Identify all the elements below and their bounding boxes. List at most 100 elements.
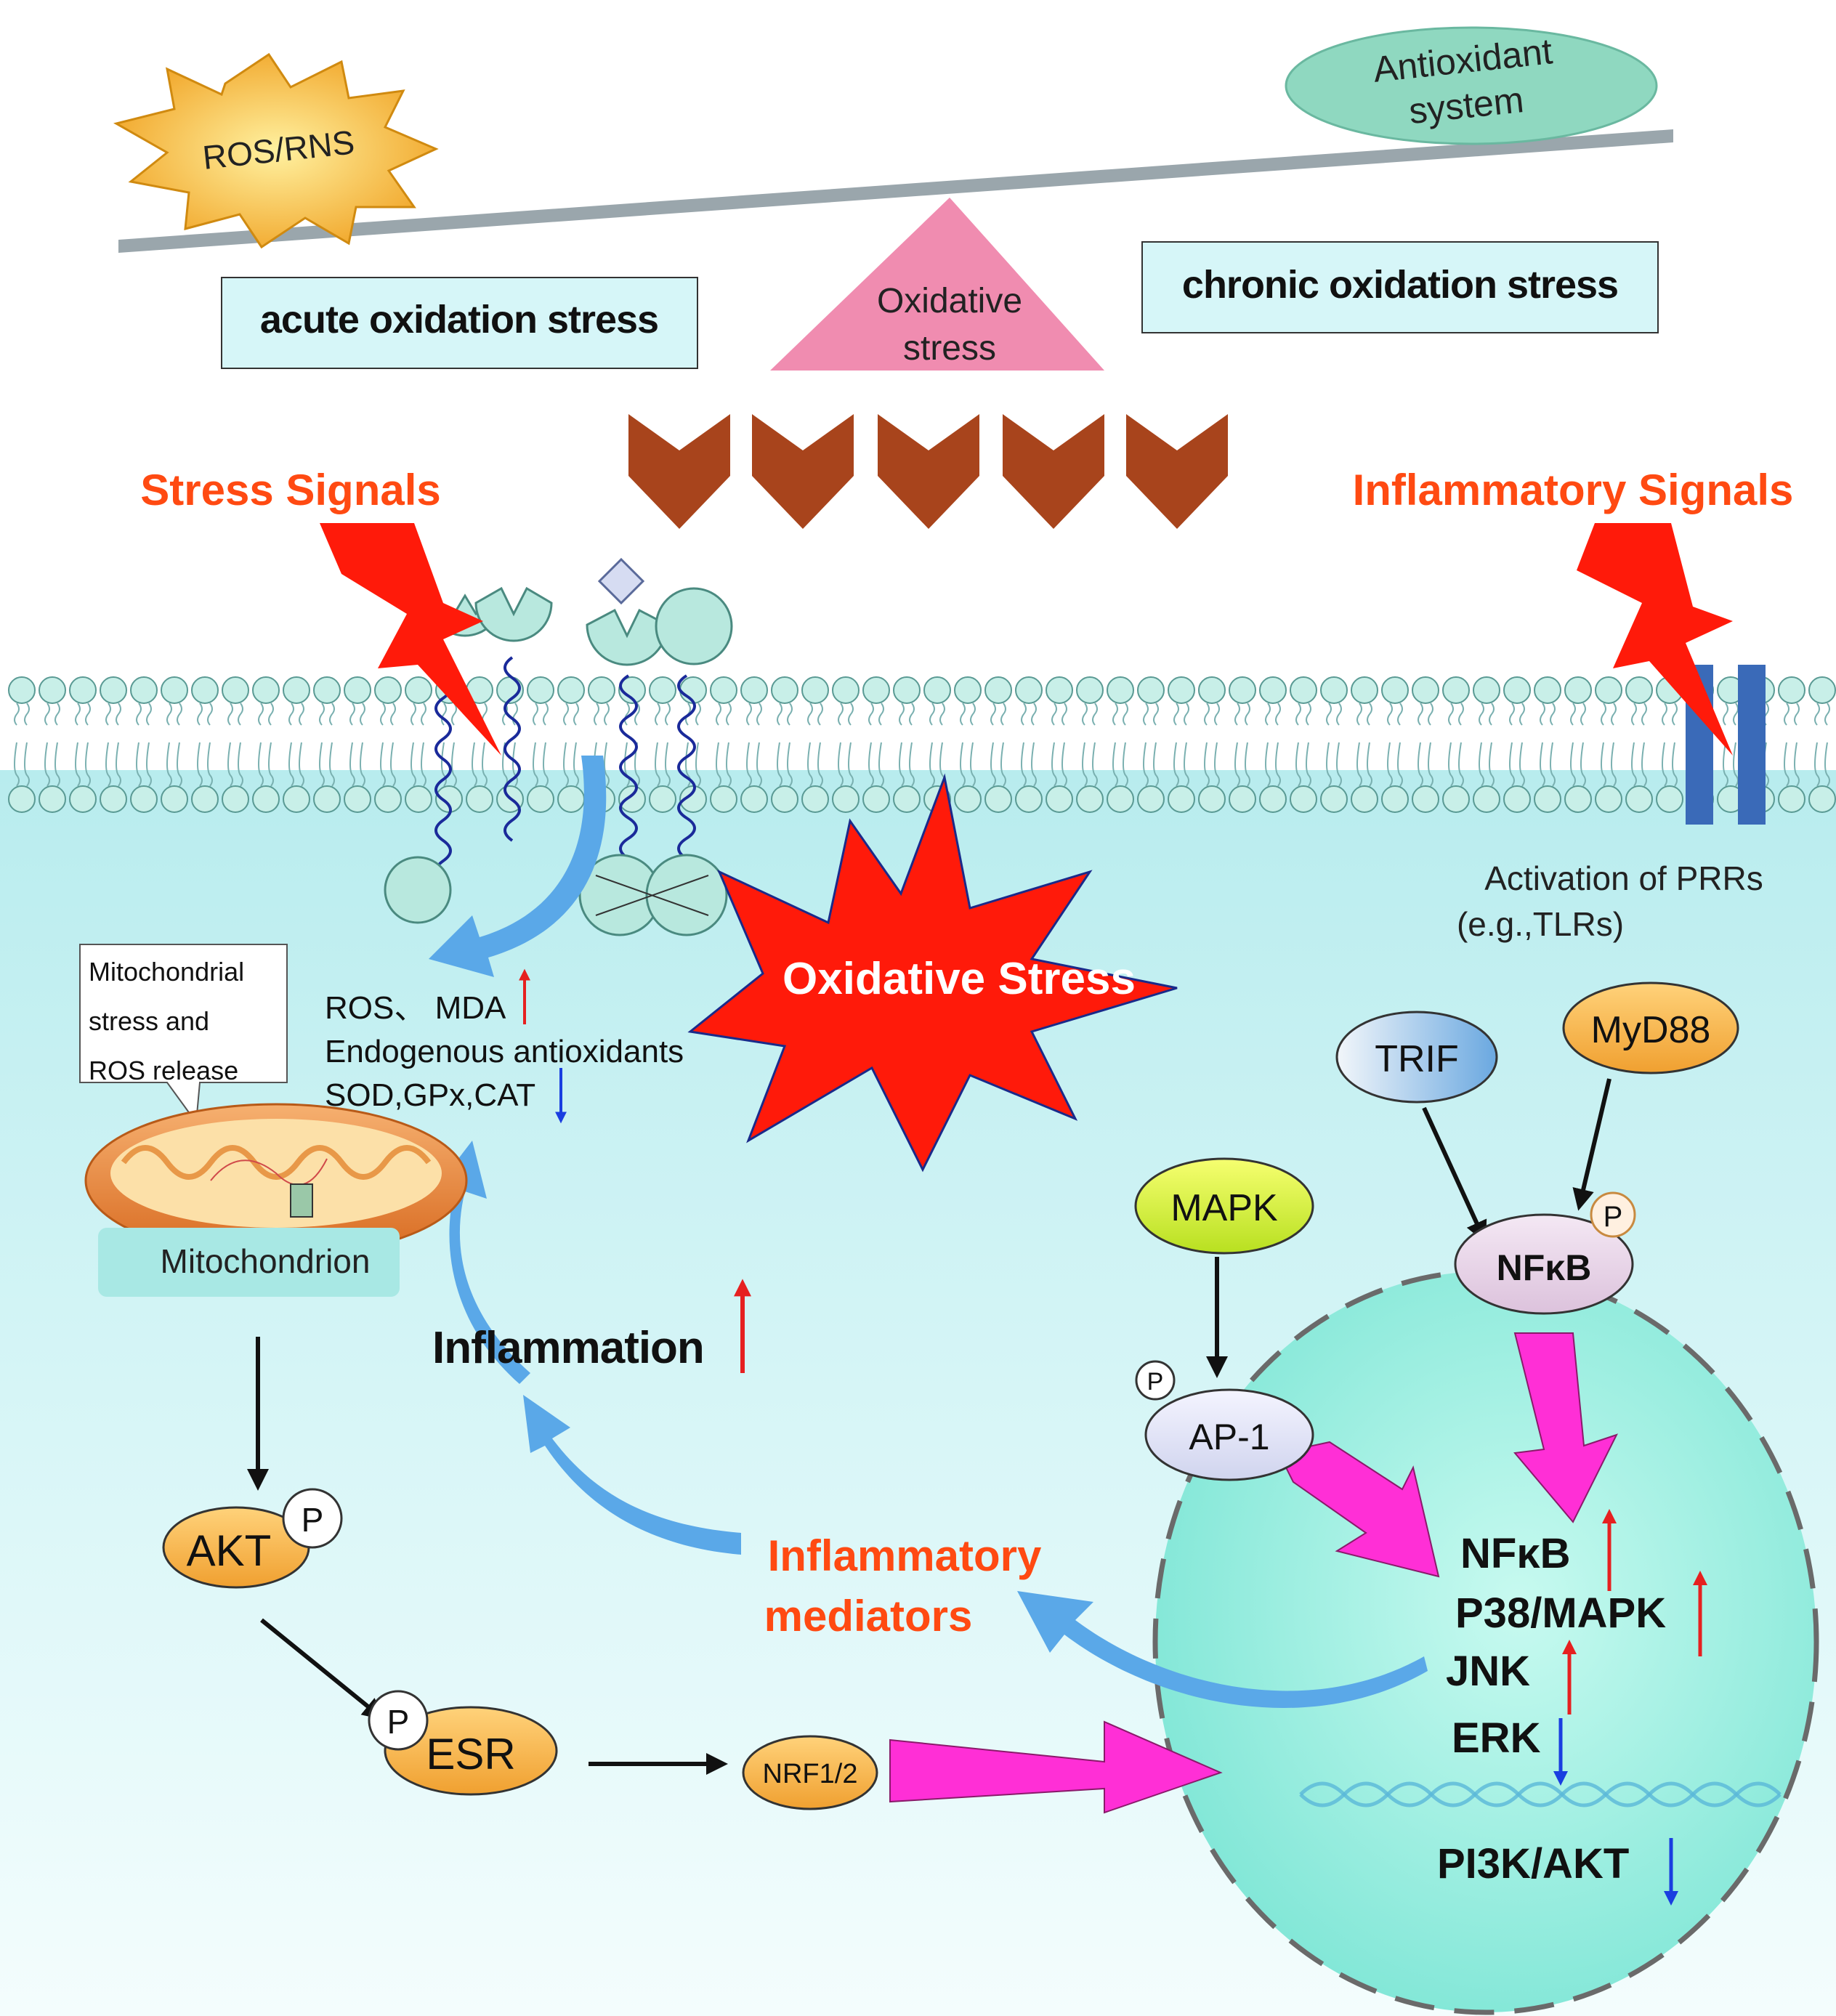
- chronic-box: [1141, 241, 1659, 333]
- chronic-label: chronic oxidation stress: [1182, 263, 1618, 307]
- lipid-tail: [1448, 703, 1454, 726]
- lipid-head-inner: [1503, 785, 1531, 813]
- lipid-tail: [1601, 703, 1606, 726]
- lipid-head-inner: [1656, 785, 1683, 813]
- lipid-tail: [390, 742, 396, 787]
- lipid-tail: [909, 742, 915, 787]
- inflammatory-mediators-line2: mediators: [764, 1592, 973, 1640]
- lipid-tail: [1153, 742, 1159, 787]
- lipid-head-inner: [1473, 785, 1500, 813]
- lipid-tail: [1092, 742, 1098, 787]
- lipid-tail: [1234, 703, 1240, 726]
- lipid-tail: [1000, 742, 1006, 787]
- lipid-tail: [85, 703, 91, 726]
- nrf-node: [742, 1735, 878, 1810]
- balance-beam: [118, 129, 1673, 253]
- lipid-tail: [1733, 703, 1739, 726]
- prr-label-line2: (e.g.,TLRs): [1457, 905, 1624, 943]
- lipid-tail: [197, 703, 203, 726]
- lipid-tail: [1356, 703, 1362, 726]
- lipid-tail: [75, 742, 81, 787]
- lipid-head-inner: [1107, 785, 1134, 813]
- nfkb-node: [1454, 1213, 1634, 1315]
- lipid-tail: [868, 742, 874, 787]
- chevron-4: [1003, 414, 1104, 529]
- lipid-head-inner: [374, 785, 402, 813]
- inflammatory-mediators-line1: Inflammatory: [768, 1531, 1042, 1580]
- lipid-tail: [1123, 703, 1128, 726]
- lipid-tail: [807, 703, 813, 726]
- lipid-tail: [695, 703, 701, 726]
- lipid-tail: [1204, 742, 1210, 787]
- lipid-tail: [1824, 742, 1830, 787]
- lipid-head-outer: [313, 676, 341, 704]
- lipid-tail: [319, 703, 325, 726]
- chevron-2: [752, 414, 854, 529]
- lipid-head-outer: [191, 676, 219, 704]
- lipid-tail: [14, 742, 20, 787]
- ros-mda-text: ROS、 MDA: [325, 990, 506, 1026]
- lipid-tail: [319, 742, 325, 787]
- lipid-head-outer: [1107, 676, 1134, 704]
- lipid-tail: [1672, 742, 1678, 787]
- lipid-head-inner: [740, 785, 768, 813]
- lipid-head-inner: [527, 785, 554, 813]
- blue-arrow-membrane: [429, 756, 607, 977]
- lipid-tail: [604, 742, 610, 787]
- mito-dna-strand: [210, 1158, 328, 1186]
- lipid-tail: [899, 703, 905, 726]
- ap1-phospho-label: P: [1147, 1368, 1164, 1396]
- myd88-to-nfkb-arrow: [1572, 1078, 1611, 1211]
- lipid-head-inner: [618, 785, 646, 813]
- lipid-tail: [349, 703, 355, 726]
- lipid-head-outer: [984, 676, 1012, 704]
- receptor-1-base: [384, 856, 452, 924]
- lipid-head-outer: [1534, 676, 1561, 704]
- lipid-tail: [207, 703, 213, 726]
- lipid-head-inner: [283, 785, 310, 813]
- lipid-tail: [207, 742, 213, 787]
- lipid-tail: [421, 703, 426, 726]
- lipid-head-inner: [1198, 785, 1226, 813]
- lipid-head-outer: [69, 676, 97, 704]
- trif-to-nfkb-arrow: [1422, 1106, 1487, 1243]
- lipid-tail: [238, 703, 243, 726]
- lipid-tail: [166, 703, 172, 726]
- lipid-tail: [878, 742, 884, 787]
- ap1-to-nucleus-arrow: [1277, 1441, 1440, 1578]
- lipid-tail: [848, 703, 854, 726]
- lipid-tail: [777, 703, 782, 726]
- lipid-head-inner: [1259, 785, 1287, 813]
- chevron-row: [628, 414, 1228, 529]
- nfkb-label: NFκB: [1497, 1247, 1592, 1288]
- magenta-arrows: [889, 1332, 1618, 1814]
- lipid-tail: [1082, 703, 1088, 726]
- lipid-tail: [146, 742, 152, 787]
- lipid-tail: [787, 742, 793, 787]
- ap1-node: [1144, 1388, 1314, 1481]
- lipid-head-outer: [405, 676, 432, 704]
- receptor-2-head: [474, 586, 553, 642]
- lipid-tail: [868, 703, 874, 726]
- lipid-tail: [1021, 742, 1027, 787]
- lipid-head-outer: [923, 676, 951, 704]
- mitochondrion-group: Mitochondrial stress and ROS release Mit…: [79, 944, 468, 1297]
- receptor-2-coil: [504, 656, 521, 842]
- lipid-tail: [726, 703, 732, 726]
- lipid-head-inner: [954, 785, 982, 813]
- blue-arrow-nucleus: [1017, 1591, 1428, 1708]
- lipid-tail: [1051, 742, 1057, 787]
- lipid-tail: [146, 703, 152, 726]
- akt-label: AKT: [187, 1526, 272, 1575]
- lipid-head-outer: [862, 676, 890, 704]
- lipid-tail: [634, 742, 640, 787]
- lipid-head-inner: [1412, 785, 1439, 813]
- lipid-head-inner: [1046, 785, 1073, 813]
- lipid-tail: [1387, 742, 1393, 787]
- lipid-tail: [1123, 742, 1128, 787]
- lipid-tail: [1611, 742, 1617, 787]
- lipid-tail: [787, 703, 793, 726]
- lipid-tail: [1418, 742, 1423, 787]
- lipid-tail: [288, 742, 294, 787]
- nucleus-items: NFκB P38/MAPK JNK ERK PI3K/AKT: [1437, 1509, 1707, 1906]
